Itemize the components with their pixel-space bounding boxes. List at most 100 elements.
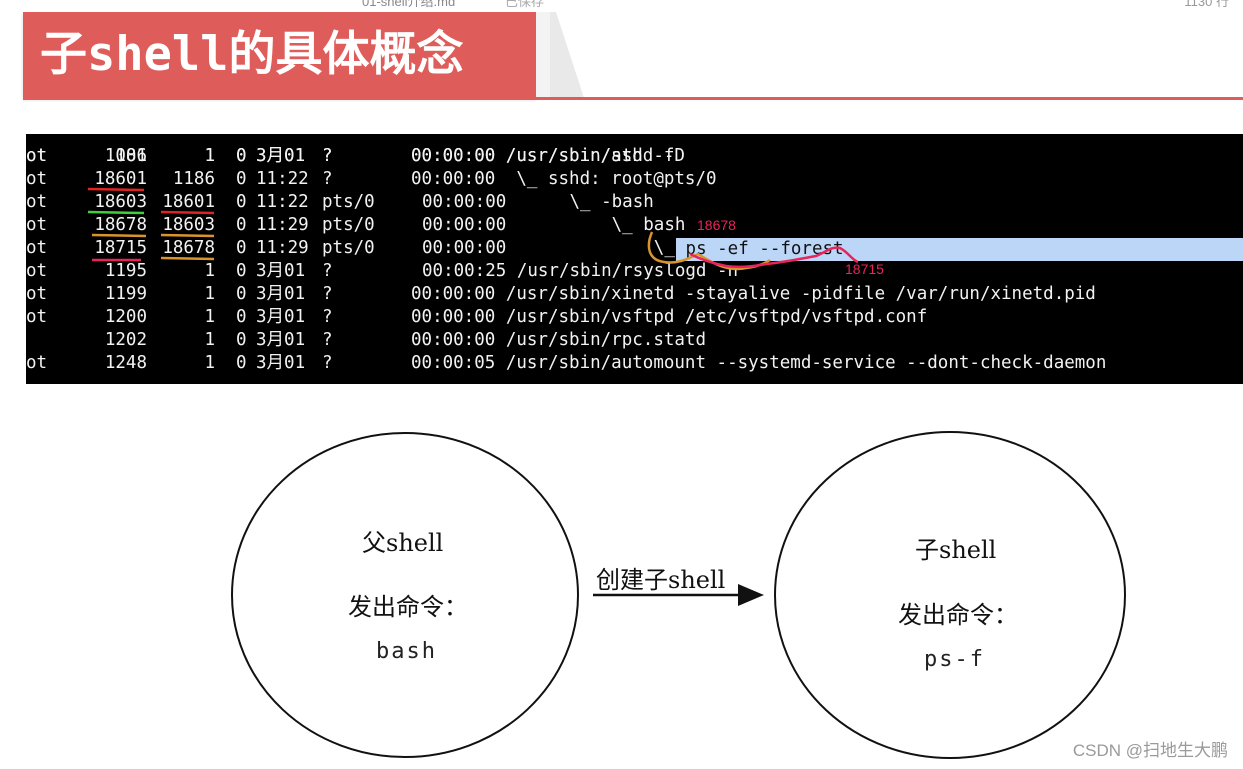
terminal-cell-stime: 3月01 (256, 330, 306, 350)
child-cmd: ps-f (924, 647, 985, 672)
title-fold-decoration (536, 12, 584, 98)
terminal-cell-stime: 3月01 (256, 146, 306, 166)
terminal-cell-ppid: 1 (204, 353, 215, 373)
editor-status-strip: 01-shell介绍.md 已保存 1130 行 (0, 0, 1243, 12)
terminal-cell-c: 0 (236, 261, 247, 281)
terminal-cell-tty: ? (322, 169, 333, 189)
terminal-cell-tty: ? (322, 330, 333, 350)
terminal-cell-user: ot (26, 192, 48, 212)
underline-18603-pid (87, 210, 145, 215)
terminal-cell-cmd: 00:00:00 \_ bash (422, 215, 686, 235)
terminal-cell-tty: pts/0 (322, 238, 375, 258)
terminal-cell-tty: ? (322, 307, 333, 327)
terminal-cell-stime: 3月01 (256, 307, 306, 327)
underline-18601-ppid (160, 210, 215, 215)
terminal-cell-c: 0 (236, 215, 247, 235)
terminal-cell-cmd: 00:00:00 /usr/sbin/vsftpd /etc/vsftpd/vs… (411, 307, 928, 327)
terminal-cell-pid: 1200 (104, 307, 147, 327)
editor-filename[interactable]: 01-shell介绍.md (362, 0, 456, 9)
terminal-cell-pid: 18678 (94, 215, 147, 235)
terminal-cell-pid: 18601 (94, 169, 147, 189)
terminal-cell-pid: 18603 (94, 192, 147, 212)
terminal-cell-c: 0 (236, 192, 247, 212)
terminal-cell-stime: 11:29 (256, 215, 309, 235)
underline-18678-pid (91, 233, 147, 238)
terminal-cell-stime: 3月01 (256, 261, 306, 281)
parent-shell-label: 父shell (362, 529, 444, 557)
terminal-cell-ppid: 1186 (172, 169, 215, 189)
terminal-cell-tty: ? (322, 353, 333, 373)
terminal-cell-c: 0 (236, 284, 247, 304)
terminal-cell-stime: 3月01 (256, 284, 306, 304)
parent-cmd-label: 发出命令： (348, 593, 468, 621)
terminal-cell-cmd: 00:00:00 \_ (422, 238, 675, 258)
terminal-row: ot 18603 18601 0 11:22 pts/0 00:00:00 \_ -bash (26, 191, 1243, 214)
terminal-cell-pid: 1248 (104, 353, 147, 373)
arrow-head (738, 584, 764, 606)
terminal-cell-cmd: 00:00:00 \_ -bash (422, 192, 654, 212)
terminal-cell-cmd: 00:00:00 /usr/sbin/xinetd -stayalive -pi… (411, 284, 1096, 304)
terminal-cell-pid: 18715 (94, 238, 147, 258)
terminal-cell-ppid: 18678 (162, 238, 215, 258)
terminal-cell-user: ot (26, 169, 48, 189)
terminal-cell-ppid: 18601 (162, 192, 215, 212)
annotation-ps-pid: 18715 (845, 261, 884, 277)
terminal-cell-ppid: 1 (204, 284, 215, 304)
shell-diagram: 父shell 发出命令： bash 创建子shell 子shell 发出命令： … (0, 385, 1243, 769)
terminal-cell-cmd: 00:00:00 /usr/sbin/sshd -D (411, 146, 685, 166)
terminal-cell-user: ot (26, 284, 48, 304)
terminal-cell-tty: ? (322, 284, 333, 304)
terminal-cell-ppid: 1 (204, 261, 215, 281)
terminal-cell-stime: 11:22 (256, 169, 309, 189)
terminal-cell-c: 0 (236, 307, 247, 327)
hand-annotations (87, 187, 859, 271)
diagram-shapes (231, 431, 1126, 759)
terminal-cell-c: 0 (236, 238, 247, 258)
terminal-cell-user: ot (26, 307, 48, 327)
parent-cmd: bash (376, 639, 437, 664)
terminal-cell-tty: pts/0 (322, 192, 375, 212)
terminal-cell-stime: 11:29 (256, 238, 309, 258)
underline-18601-pid (87, 187, 145, 192)
underline-18603-ppid (160, 233, 215, 238)
child-shell-circle (774, 431, 1126, 759)
title-divider (23, 97, 1243, 100)
orange-curve (647, 231, 771, 271)
terminal-cell-pid: 1195 (104, 261, 147, 281)
terminal-cell-user: ot (26, 146, 48, 166)
terminal-cell-ppid: 1 (204, 330, 215, 350)
terminal-cell-stime: 11:22 (256, 192, 309, 212)
terminal-cell-tty: ? (322, 261, 333, 281)
terminal-cell-tty: ? (322, 146, 333, 166)
annotation-bash-pid: 18678 (697, 217, 736, 233)
terminal-cell-cmd: 00:00:00 \_ sshd: root@pts/0 (411, 169, 717, 189)
terminal-cell-user: ot (26, 261, 48, 281)
underline-18678-ppid (160, 256, 215, 261)
terminal-cell-cmd: 00:00:05 /usr/sbin/automount --systemd-s… (411, 353, 1107, 373)
terminal-cell-c: 0 (236, 330, 247, 350)
child-shell-label: 子shell (915, 536, 997, 564)
terminal-cell-stime: 3月01 (256, 353, 306, 373)
terminal-cell-c: 0 (236, 146, 247, 166)
terminal-cell-pid: 1202 (104, 330, 147, 350)
terminal-row: ot 18678 18603 0 11:29 pts/0 00:00:00 \_ bash (26, 214, 1243, 237)
parent-shell-circle (231, 432, 579, 758)
terminal-cell-tty: pts/0 (322, 215, 375, 235)
pink-curve (689, 246, 859, 269)
terminal-cell-ppid: 18603 (162, 215, 215, 235)
terminal-cell-ppid: 1 (204, 307, 215, 327)
terminal-cell-c: 0 (236, 353, 247, 373)
csdn-watermark: CSDN @扫地生大鹏 (1072, 741, 1228, 760)
terminal-cell-user: ot (26, 215, 48, 235)
page-title: 子shell的具体概念 (23, 12, 536, 98)
child-cmd-label: 发出命令： (898, 601, 1018, 629)
terminal-row: ot 1200 1 0 3月01? 00:00:00 /usr/sbin/vsftpd /… (26, 306, 1243, 329)
